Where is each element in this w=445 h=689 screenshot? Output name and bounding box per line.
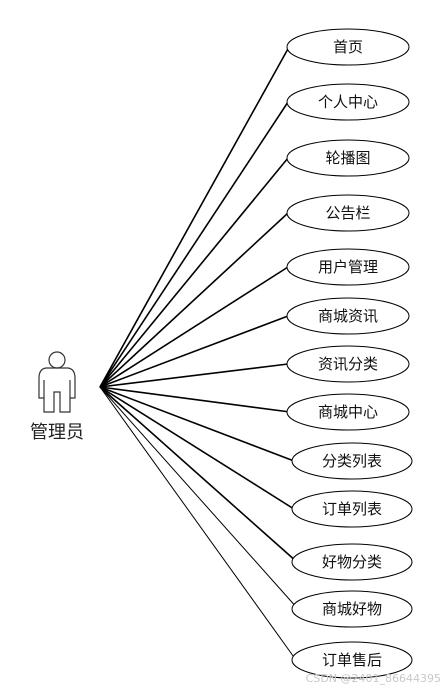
use-case: 商城资讯 bbox=[286, 297, 410, 335]
association-line bbox=[99, 101, 289, 388]
use-case-label: 用户管理 bbox=[318, 258, 378, 276]
association-lines bbox=[99, 46, 299, 661]
use-case: 轮播图 bbox=[286, 139, 410, 177]
use-case-ellipse bbox=[286, 139, 410, 177]
use-case: 首页 bbox=[286, 28, 410, 66]
use-case-ellipse bbox=[286, 194, 410, 232]
use-case-label: 商城资讯 bbox=[318, 307, 378, 325]
use-case: 商城中心 bbox=[286, 393, 410, 431]
association-line bbox=[99, 266, 289, 388]
use-case-ellipse bbox=[286, 83, 410, 121]
association-line bbox=[99, 363, 289, 388]
association-line bbox=[99, 386, 297, 661]
association-line bbox=[99, 386, 299, 610]
actor-admin: 管理员 bbox=[30, 351, 84, 443]
use-case-label: 公告栏 bbox=[325, 204, 370, 222]
use-case-label: 分类列表 bbox=[322, 452, 382, 470]
use-case: 商城好物 bbox=[291, 590, 413, 628]
use-case-ellipse bbox=[286, 393, 410, 431]
use-case: 资讯分类 bbox=[286, 345, 410, 383]
association-line bbox=[99, 386, 298, 563]
use-case-ellipse bbox=[286, 345, 410, 383]
use-case-ellipse bbox=[286, 248, 410, 286]
use-case-label: 好物分类 bbox=[322, 553, 382, 571]
use-case-label: 订单列表 bbox=[322, 500, 382, 518]
use-case-ellipse bbox=[291, 590, 413, 628]
use-case-ellipse bbox=[286, 297, 410, 335]
association-line bbox=[99, 315, 289, 388]
association-line bbox=[99, 386, 295, 462]
association-line bbox=[99, 157, 289, 388]
use-case-label: 首页 bbox=[333, 38, 363, 56]
watermark: CSDN @2401_86644395 bbox=[306, 672, 441, 685]
association-line bbox=[99, 386, 291, 413]
use-case: 订单售后 bbox=[291, 641, 413, 679]
use-case: 公告栏 bbox=[286, 194, 410, 232]
association-line bbox=[99, 46, 290, 388]
use-case: 用户管理 bbox=[286, 248, 410, 286]
use-case-label: 个人中心 bbox=[318, 93, 378, 111]
use-case-ellipse bbox=[286, 28, 410, 66]
use-case-label: 商城好物 bbox=[322, 600, 382, 618]
use-case-ellipse bbox=[291, 543, 413, 581]
use-case: 好物分类 bbox=[291, 543, 413, 581]
use-case: 订单列表 bbox=[291, 490, 413, 528]
use-case-ellipse bbox=[291, 442, 413, 480]
person-icon bbox=[38, 351, 76, 413]
use-case: 个人中心 bbox=[286, 83, 410, 121]
association-line bbox=[99, 386, 295, 510]
use-case-ellipse bbox=[291, 490, 413, 528]
actor-label: 管理员 bbox=[30, 422, 84, 443]
use-case-label: 订单售后 bbox=[322, 651, 382, 669]
use-case-label: 轮播图 bbox=[325, 149, 370, 167]
use-case-label: 商城中心 bbox=[318, 403, 378, 421]
use-case-ellipse bbox=[291, 641, 413, 679]
association-line bbox=[99, 212, 289, 388]
use-case-list: 首页个人中心轮播图公告栏用户管理商城资讯资讯分类商城中心分类列表订单列表好物分类… bbox=[286, 28, 413, 679]
use-case-label: 资讯分类 bbox=[318, 355, 378, 373]
use-case: 分类列表 bbox=[291, 442, 413, 480]
